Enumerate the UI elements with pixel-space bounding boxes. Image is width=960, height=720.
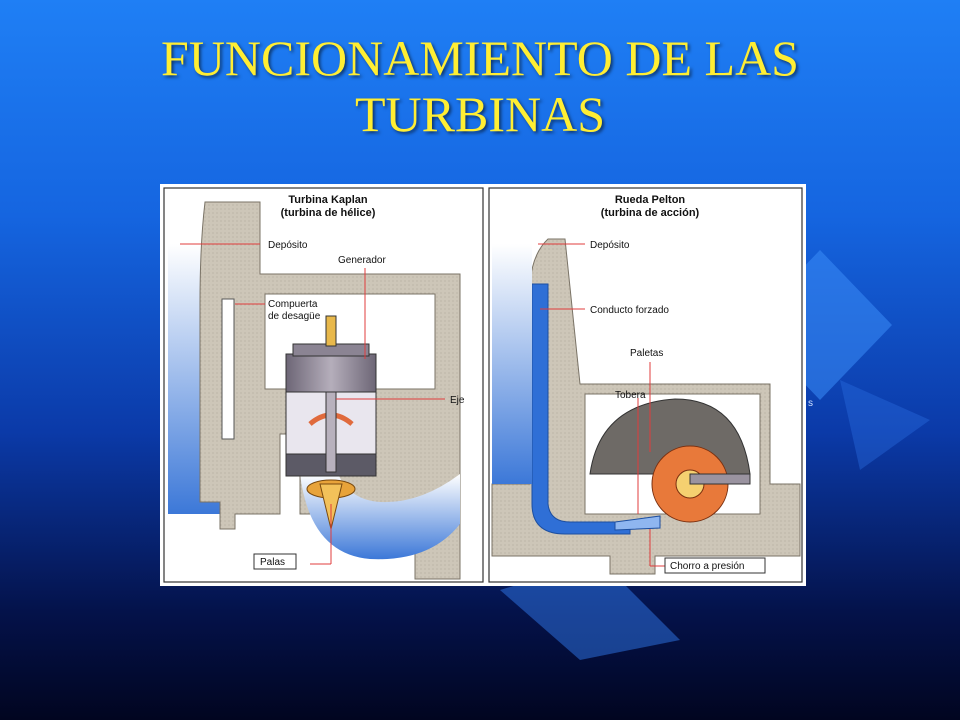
title-line-2: TURBINAS — [354, 86, 606, 142]
label-compuerta-2: de desagüe — [268, 311, 321, 322]
pelton-reservoir-water — [492, 244, 532, 484]
label-conducto: Conducto forzado — [590, 305, 669, 316]
label-tobera: Tobera — [615, 390, 646, 401]
turbine-diagram: Turbina Kaplan (turbina de hélice) Depós… — [160, 184, 806, 586]
turbine-diagram-svg: Turbina Kaplan (turbina de hélice) Depós… — [163, 187, 803, 583]
pelton-drawing: Rueda Pelton (turbina de acción) Depósit… — [491, 194, 801, 575]
label-generador: Generador — [338, 255, 386, 266]
label-compuerta-1: Compuerta — [268, 299, 318, 310]
pelton-shaft — [689, 473, 751, 485]
label-deposito: Depósito — [268, 240, 308, 251]
kaplan-leader-lines — [180, 243, 445, 565]
kaplan-drawing: Turbina Kaplan (turbina de hélice) Depós… — [168, 194, 465, 580]
label-paletas: Paletas — [630, 348, 663, 359]
label-chorro: Chorro a presión — [670, 561, 744, 572]
label-deposito-pelton: Depósito — [590, 240, 630, 251]
kaplan-heading: Turbina Kaplan — [288, 194, 368, 206]
generator-body — [285, 353, 377, 393]
title-line-1: FUNCIONAMIENTO DE LAS — [161, 30, 799, 86]
label-eje: Eje — [450, 395, 465, 406]
bg-diamond — [840, 380, 930, 470]
page-title: FUNCIONAMIENTO DE LAS TURBINAS — [0, 30, 960, 142]
pelton-subheading: (turbina de acción) — [601, 207, 700, 219]
shaft-top — [325, 315, 337, 347]
stray-text: s — [808, 398, 813, 409]
label-palas: Palas — [260, 557, 285, 568]
pelton-leader-lines — [538, 243, 665, 567]
gate-slot — [221, 298, 235, 440]
kaplan-subheading: (turbina de hélice) — [281, 207, 376, 219]
pressure-jet — [614, 515, 661, 531]
pelton-heading: Rueda Pelton — [615, 194, 686, 206]
